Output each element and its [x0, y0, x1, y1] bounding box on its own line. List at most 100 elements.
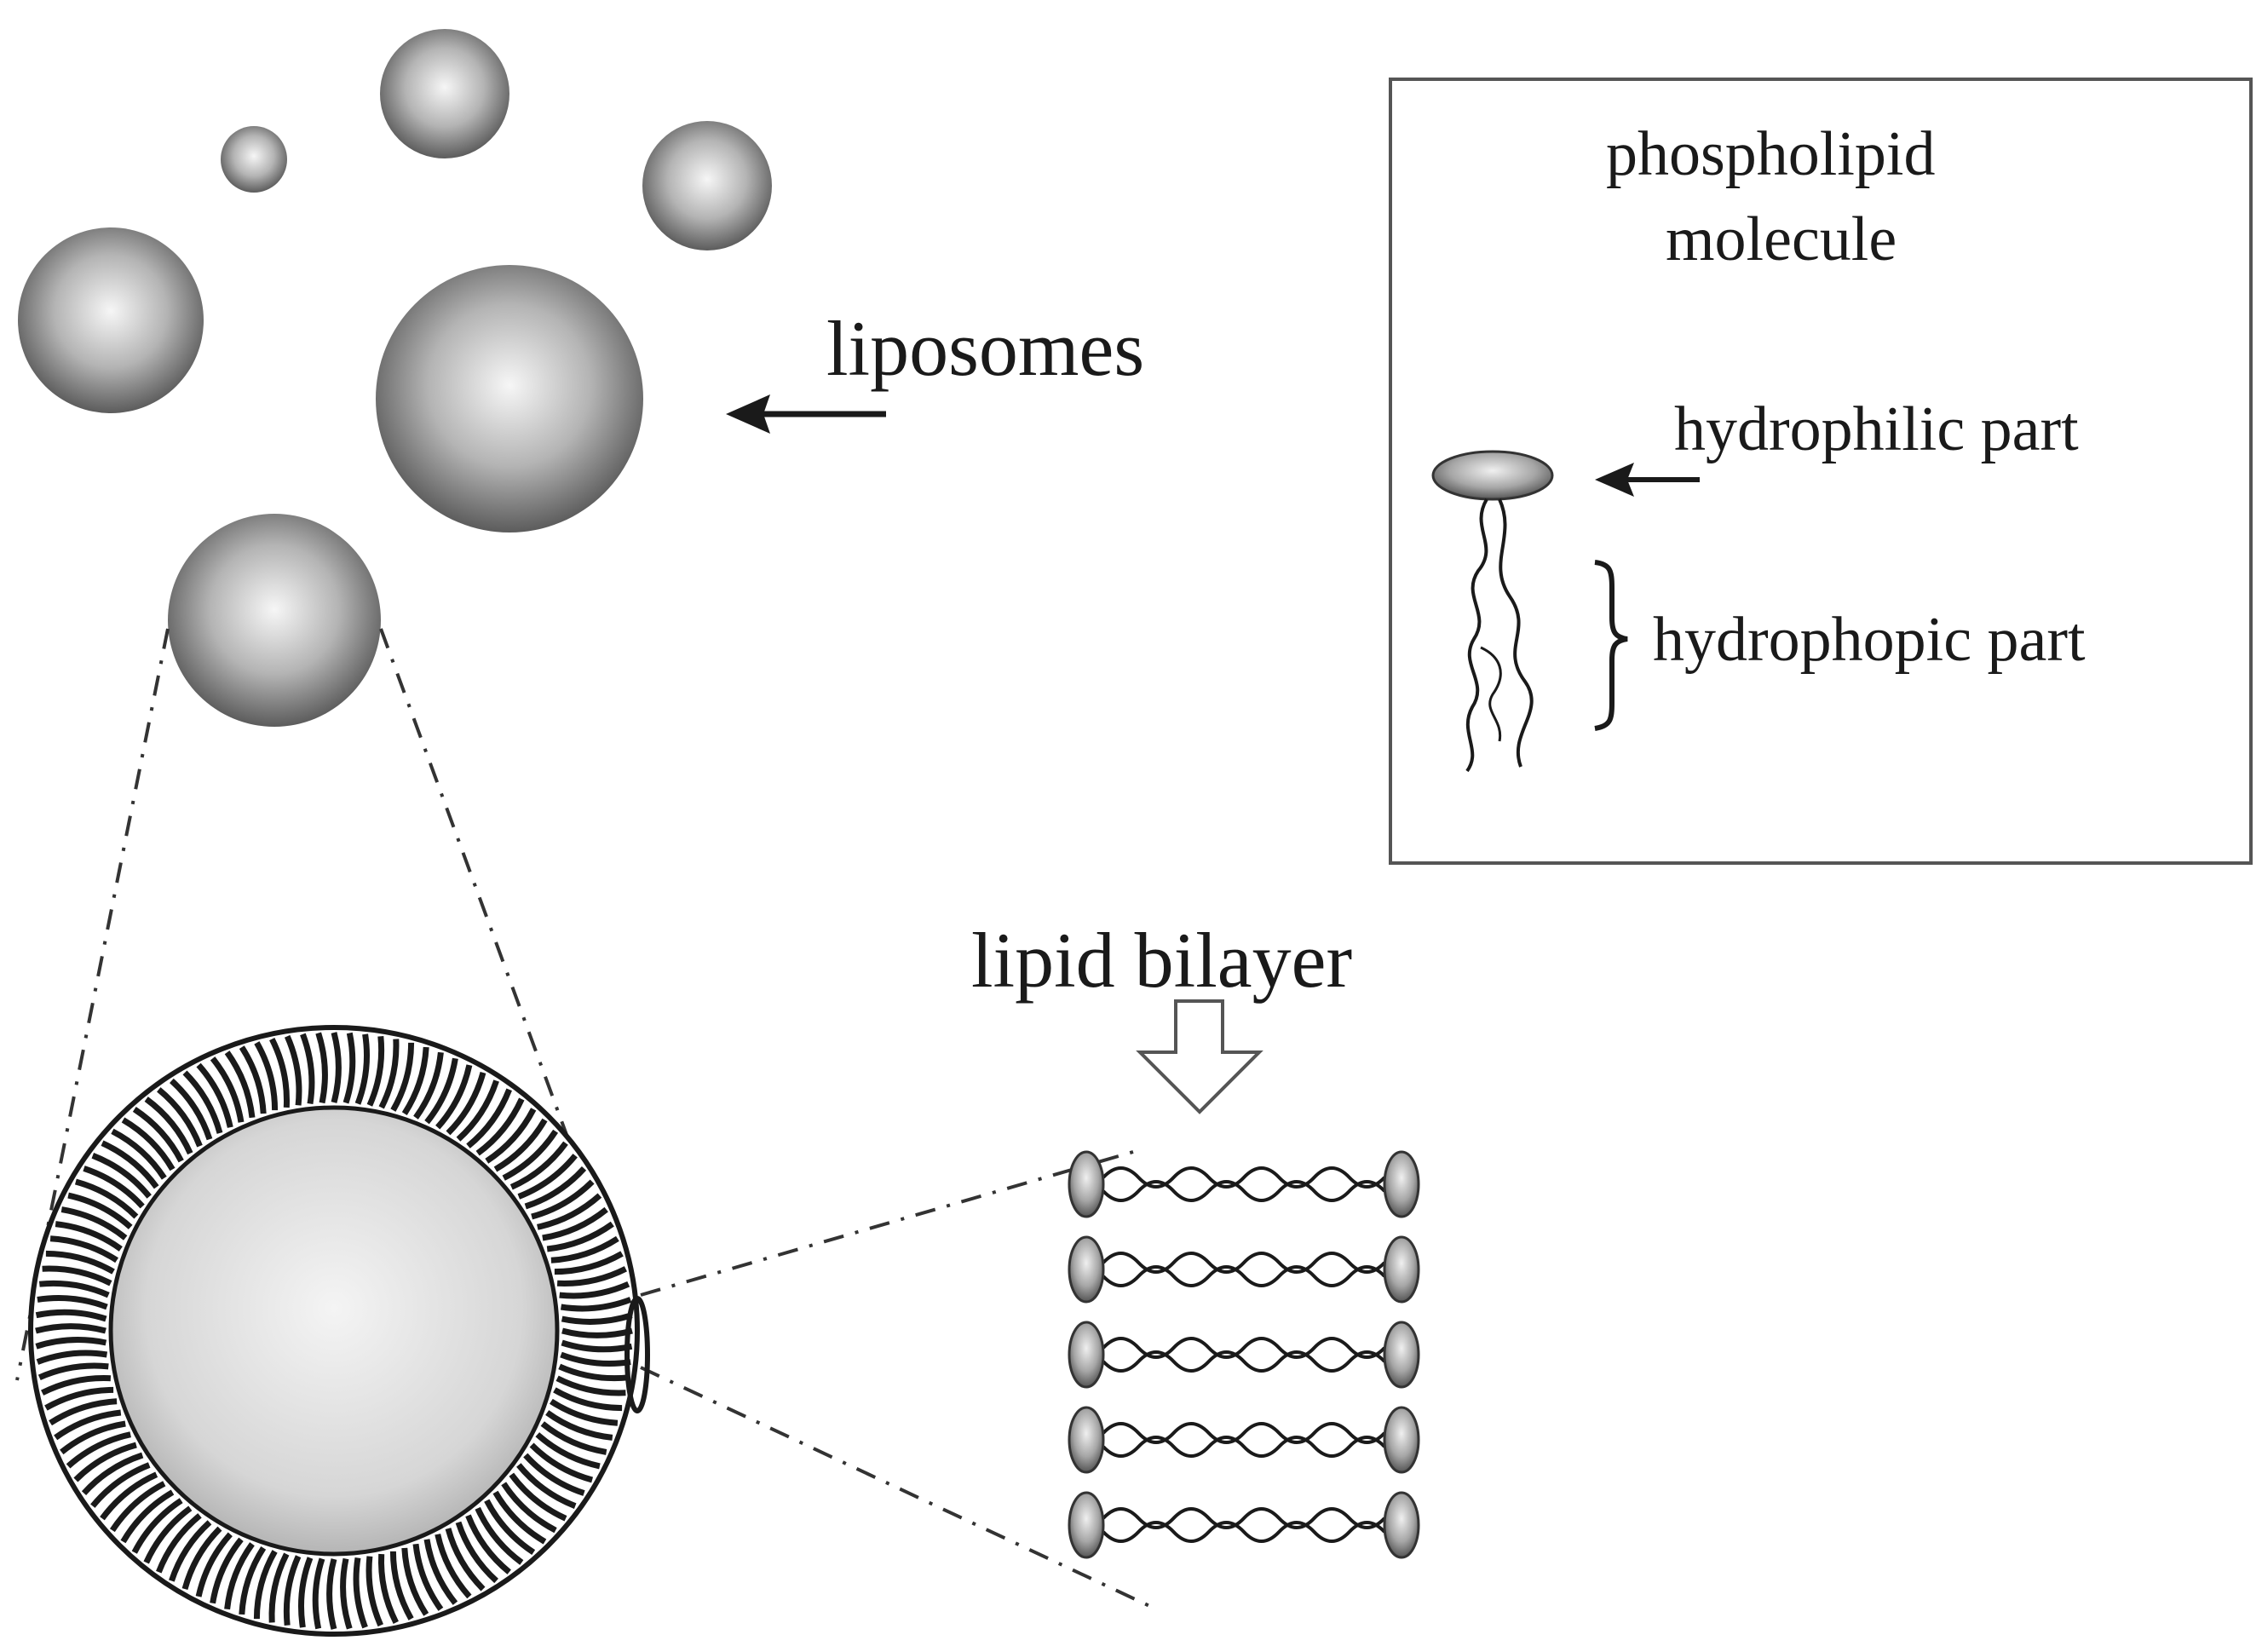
ring-lipid [269, 1038, 291, 1108]
ring-lipid [529, 1442, 594, 1483]
lipid-bilayer-label: lipid bilayer [971, 917, 1352, 1004]
ring-lipid [509, 1472, 567, 1522]
ring-lipid [509, 1141, 568, 1190]
ring-lipid [561, 1327, 633, 1338]
ring-lipid [74, 1178, 139, 1219]
ring-lipid [83, 1166, 145, 1209]
ring-lipid [353, 1557, 368, 1629]
legend-title-line1: phospholipid [1606, 119, 1935, 189]
ring-lipid [157, 1087, 203, 1148]
ring-lipid [484, 1499, 536, 1556]
ring-lipid [412, 1543, 444, 1611]
ring-lipid [54, 1409, 122, 1441]
ring-lipid [342, 1032, 356, 1104]
ring-lipid [210, 1537, 244, 1604]
ring-lipid [37, 1362, 109, 1381]
bilayer-head [1068, 1321, 1105, 1389]
bilayer-head [1383, 1321, 1420, 1389]
bilayer-head [1068, 1491, 1105, 1559]
ring-lipid [553, 1387, 623, 1412]
bilayer-row [1068, 1406, 1420, 1474]
ring-lipid [524, 1166, 587, 1210]
liposome-cross-section [28, 1025, 640, 1637]
hydrophobic-brace [1594, 560, 1628, 731]
ring-lipid [531, 1179, 595, 1220]
ring-lipid [365, 1556, 384, 1627]
hydrophobic-tail [1480, 646, 1502, 742]
ring-lipid [239, 1546, 267, 1615]
ring-lipid [35, 1323, 106, 1334]
ring-lipid [340, 1557, 353, 1630]
ring-lipid [475, 1506, 524, 1565]
ring-lipid [36, 1350, 108, 1365]
ring-lipid [312, 1557, 325, 1630]
ring-lipid [121, 1117, 176, 1171]
bilayer-row [1068, 1235, 1420, 1304]
liposome-sphere [376, 265, 643, 532]
zoom-selection-ellipse [624, 1296, 650, 1413]
ring-lipid [41, 1374, 112, 1396]
ring-lipid [401, 1547, 429, 1616]
ring-lipid [268, 1552, 290, 1623]
ring-lipid [55, 1221, 123, 1252]
hydrophobic-tail [1465, 498, 1488, 773]
ring-lipid [120, 1489, 175, 1544]
liposome-sphere [18, 227, 204, 413]
lipid-bilayer-arrow [1136, 999, 1263, 1114]
ring-lipid [81, 1452, 144, 1495]
ring-lipid [182, 1070, 223, 1134]
liposomes-arrow [726, 394, 886, 434]
ring-lipid [493, 1118, 548, 1172]
ring-lipid [560, 1297, 632, 1312]
ring-lipid [445, 1528, 486, 1592]
ring-lipid [423, 1539, 458, 1605]
liposome-sphere [221, 126, 287, 193]
bilayer-head [1383, 1235, 1420, 1304]
ring-lipid [502, 1129, 559, 1181]
ring-lipid [111, 1128, 167, 1180]
ring-lipid [38, 1280, 110, 1298]
ring-lipid [537, 1193, 602, 1230]
ring-lipid [446, 1071, 486, 1136]
ring-lipid [326, 1558, 337, 1630]
ring-lipid [49, 1235, 118, 1263]
bilayer-tail [1102, 1265, 1386, 1287]
ring-lipid [435, 1064, 473, 1130]
bilayer-row [1068, 1491, 1420, 1559]
ring-lipid [66, 1431, 131, 1469]
ring-lipid [297, 1557, 314, 1628]
ring-lipid [465, 1514, 511, 1574]
ring-lipid [132, 1106, 184, 1163]
ring-lipid [545, 1410, 613, 1441]
ring-lipid [559, 1281, 630, 1299]
ring-lipid [196, 1062, 233, 1128]
ring-lipid [37, 1294, 108, 1310]
ring-lipid [556, 1266, 627, 1287]
ring-lipid [253, 1550, 278, 1620]
ring-lipid [401, 1046, 429, 1115]
ring-lipid [210, 1056, 245, 1123]
ring-lipid [170, 1078, 213, 1141]
ring-lipid [475, 1097, 525, 1156]
ring-lipid [542, 1206, 608, 1241]
ring-lipid [516, 1463, 577, 1509]
ring-lipid [561, 1312, 633, 1325]
legend-box: phospholipid molecule hydrophilic part h… [1389, 78, 2253, 865]
bilayer-head [1068, 1235, 1105, 1304]
ring-lipid [45, 1250, 115, 1275]
ring-lipid [60, 1206, 128, 1240]
ring-lipid [91, 1153, 152, 1199]
ring-lipid [109, 1481, 166, 1533]
ring-lipid [492, 1490, 547, 1545]
ring-lipid [169, 1520, 212, 1582]
ring-lipid [283, 1555, 302, 1626]
liposome-sphere [168, 514, 381, 727]
ring-lipid [156, 1513, 202, 1574]
ring-lipid [239, 1045, 267, 1114]
bilayer-tail [1102, 1521, 1386, 1543]
bilayer-row [1068, 1150, 1420, 1218]
bilayer-tail [1102, 1180, 1386, 1202]
ring-lipid [181, 1526, 222, 1591]
ring-lipid [67, 1192, 133, 1229]
